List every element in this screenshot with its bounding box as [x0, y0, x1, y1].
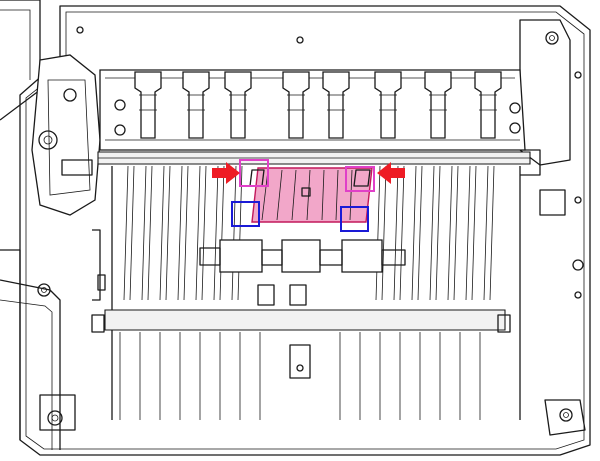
printer-frame [0, 0, 591, 456]
tab-highlight-right [340, 206, 369, 232]
fuser-top-block [99, 69, 526, 151]
left-side-assembly [31, 54, 101, 431]
arrow-right-icon [212, 162, 240, 184]
lower-feed-rollers [199, 239, 406, 306]
lower-plate [76, 26, 511, 379]
right-side-assembly [519, 19, 586, 436]
guide-bar [97, 151, 531, 165]
tab-highlight-left [231, 201, 260, 227]
arrow-left-icon [377, 162, 405, 184]
hook-highlight-right [345, 166, 375, 192]
paper-guide-ribs [111, 165, 521, 420]
